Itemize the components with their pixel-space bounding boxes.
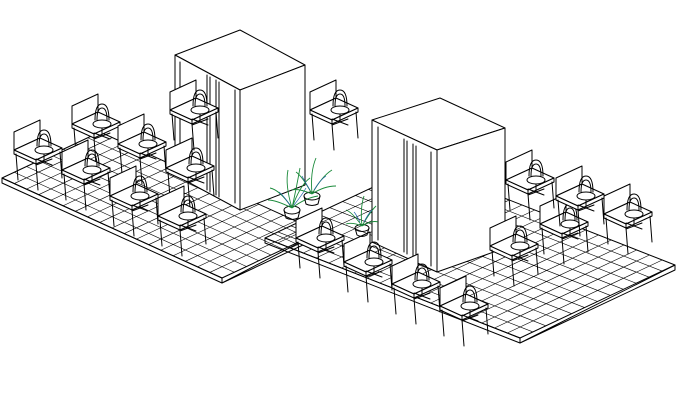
- office-chair: [510, 225, 530, 262]
- office-chair: [130, 175, 150, 212]
- office-chair: [460, 285, 480, 322]
- workstation-desks: [13, 79, 653, 347]
- office-chair: [190, 89, 210, 126]
- office-chair: [624, 193, 644, 230]
- office-chair: [576, 175, 596, 212]
- workstation: [157, 185, 207, 257]
- workstation: [603, 183, 653, 255]
- workstation: [505, 149, 555, 221]
- workstation: [165, 137, 215, 209]
- workstation: [61, 139, 111, 211]
- workstation: [391, 253, 441, 325]
- workstation: [169, 79, 219, 151]
- office-chair: [178, 195, 198, 232]
- office-chair: [412, 263, 432, 300]
- workstation: [489, 215, 539, 287]
- office-chair: [526, 159, 546, 196]
- workstation: [439, 275, 489, 347]
- workstation: [117, 113, 167, 185]
- workstation: [555, 165, 605, 237]
- office-chair: [82, 149, 102, 186]
- workstation: [343, 231, 393, 303]
- workstation: [71, 93, 121, 165]
- office-chair: [316, 217, 336, 254]
- potted-plant-3: [345, 195, 379, 237]
- workstation: [13, 119, 63, 191]
- office-chair: [186, 147, 206, 184]
- workstation: [295, 207, 345, 279]
- office-chair: [364, 241, 384, 278]
- office-chair: [330, 89, 350, 126]
- storage-cabinet-right: [371, 97, 506, 273]
- workstation: [309, 79, 359, 151]
- office-chair: [34, 129, 54, 166]
- office-chair: [92, 103, 112, 140]
- office-chair: [138, 123, 158, 160]
- potted-plant-2: [291, 157, 337, 206]
